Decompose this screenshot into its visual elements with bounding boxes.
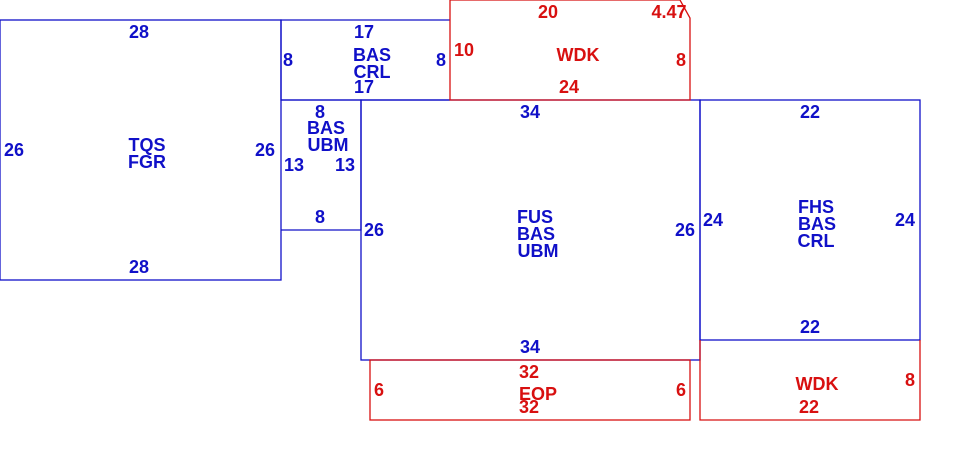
area-tqs-fgr-dim-top: 28 xyxy=(129,22,149,42)
area-eop-dim-top: 32 xyxy=(519,362,539,382)
area-eop-dim-bottom: 32 xyxy=(519,397,539,417)
area-eop-dim-right: 6 xyxy=(676,380,686,400)
area-wdk-bottom-label: WDK xyxy=(796,374,839,394)
area-fus-bas-ubm-dim-bottom: 34 xyxy=(520,337,540,357)
area-fhs-bas-crl-outline xyxy=(699,99,921,341)
area-bas-ubm-label-line1: BAS xyxy=(307,118,345,138)
area-bas-ubm-dim-left: 13 xyxy=(284,155,304,175)
area-fhs-bas-crl-label-line3: CRL xyxy=(798,231,835,251)
area-tqs-fgr: 28 28 26 26 TQS FGR xyxy=(0,19,282,281)
area-fus-bas-ubm-dim-top: 34 xyxy=(520,102,540,122)
area-wdk-top-dim-top: 20 xyxy=(538,2,558,22)
area-fus-bas-ubm: 34 34 26 26 FUS BAS UBM xyxy=(360,99,701,361)
area-eop: 32 32 6 6 EOP xyxy=(369,359,691,421)
area-bas-ubm-label-line2: UBM xyxy=(308,135,349,155)
area-eop-outline xyxy=(369,359,691,421)
area-bas-crl-dim-top: 17 xyxy=(354,22,374,42)
area-wdk-top-label: WDK xyxy=(557,45,600,65)
area-bas-crl-label-line2: CRL xyxy=(354,62,391,82)
area-wdk-top: 20 4.47 10 8 24 WDK xyxy=(449,0,691,101)
area-tqs-fgr-dim-left: 26 xyxy=(4,140,24,160)
area-bas-ubm-dim-right: 13 xyxy=(335,155,355,175)
area-bas-crl-label-line1: BAS xyxy=(353,45,391,65)
area-fhs-bas-crl-dim-right: 24 xyxy=(895,210,915,230)
area-wdk-bottom-dim-bottom: 22 xyxy=(799,397,819,417)
area-fus-bas-ubm-label-line2: BAS xyxy=(517,224,555,244)
area-eop-dim-left: 6 xyxy=(374,380,384,400)
area-wdk-top-outline xyxy=(449,0,691,101)
area-fus-bas-ubm-dim-left: 26 xyxy=(364,220,384,240)
area-wdk-top-dim-corner: 4.47 xyxy=(651,2,686,22)
area-bas-crl: 17 17 8 8 BAS CRL xyxy=(280,19,450,101)
area-fhs-bas-crl-dim-left: 24 xyxy=(703,210,723,230)
area-fus-bas-ubm-label-line3: UBM xyxy=(518,241,559,261)
area-fhs-bas-crl-label-line1: FHS xyxy=(798,197,834,217)
area-eop-label: EOP xyxy=(519,384,557,404)
area-fhs-bas-crl-dim-top: 22 xyxy=(800,102,820,122)
area-fus-bas-ubm-label-line1: FUS xyxy=(517,207,553,227)
area-fus-bas-ubm-dim-right: 26 xyxy=(675,220,695,240)
area-wdk-bottom: 8 22 WDK xyxy=(699,340,921,421)
area-bas-ubm-dim-top: 8 xyxy=(315,102,325,122)
area-bas-crl-dim-right: 8 xyxy=(436,50,446,70)
area-fhs-bas-crl: 22 22 24 24 FHS BAS CRL xyxy=(699,99,921,341)
area-bas-ubm-dim-bottom: 8 xyxy=(315,207,325,227)
area-wdk-top-dim-bottom: 24 xyxy=(559,77,579,97)
area-tqs-fgr-dim-right: 26 xyxy=(255,140,275,160)
area-tqs-fgr-label-line1: TQS xyxy=(128,135,165,155)
area-wdk-bottom-dim-right: 8 xyxy=(905,370,915,390)
area-tqs-fgr-dim-bottom: 28 xyxy=(129,257,149,277)
area-wdk-top-dim-left: 10 xyxy=(454,40,474,60)
area-wdk-top-dim-right: 8 xyxy=(676,50,686,70)
area-fhs-bas-crl-dim-bottom: 22 xyxy=(800,317,820,337)
area-bas-crl-dim-bottom: 17 xyxy=(354,77,374,97)
area-bas-ubm: 8 8 13 13 BAS UBM xyxy=(281,99,362,231)
area-wdk-bottom-outline xyxy=(699,340,921,421)
area-bas-crl-dim-left: 8 xyxy=(283,50,293,70)
area-tqs-fgr-outline xyxy=(0,19,282,281)
area-tqs-fgr-label-line2: FGR xyxy=(128,152,166,172)
area-fhs-bas-crl-label-line2: BAS xyxy=(798,214,836,234)
